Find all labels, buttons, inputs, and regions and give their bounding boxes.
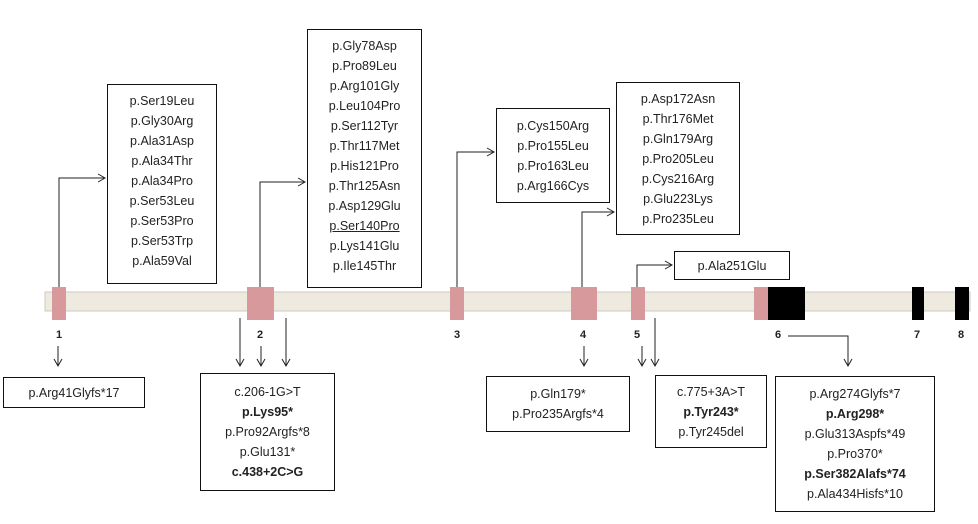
exon-3 <box>450 287 464 320</box>
variant-label: p.Cys150Arg <box>516 119 590 133</box>
variant-label: p.Pro89Leu <box>332 59 397 73</box>
variant-label: p.Tyr245del <box>678 425 744 439</box>
missense-box-exon3: p.Cys150Arg p.Pro155Leu p.Pro163Leu p.Arg16… <box>496 108 610 203</box>
variant-label: p.His121Pro <box>330 159 399 173</box>
missense-box-exon2: p.Gly78Asp p.Pro89Leu p.Arg101Gly p.Leu104P… <box>307 29 422 288</box>
variant-label: p.Arg41Glyfs*17 <box>28 386 120 400</box>
exon-label-4: 4 <box>580 329 587 341</box>
exon-5 <box>631 287 645 320</box>
variant-label: p.Gln179Arg <box>642 132 714 146</box>
variant-label: p.Glu223Lys <box>643 192 713 206</box>
missense-box-exon4: p.Asp172Asn p.Thr176Met p.Gln179Arg p.Pro20… <box>616 82 740 235</box>
arrow-exon1-up <box>58 173 107 287</box>
variant-label: p.Cys216Arg <box>641 172 715 186</box>
variant-label: p.Asp172Asn <box>640 92 716 106</box>
truncating-box-exon5: c.775+3A>T p.Tyr243* p.Tyr245del <box>655 375 767 448</box>
variant-label: p.Tyr243* <box>683 405 739 419</box>
variant-label: p.Ala434Hisfs*10 <box>807 487 903 501</box>
variant-label: p.Ser53Leu <box>129 194 195 208</box>
variant-label: p.Lys95* <box>242 405 293 419</box>
exon-label-5: 5 <box>634 329 641 341</box>
variant-label: p.Pro235Leu <box>642 212 714 226</box>
variant-label: p.Pro155Leu <box>517 139 589 153</box>
arrow-exon5-up <box>636 260 674 287</box>
variant-label: p.Arg274Glyfs*7 <box>809 387 901 401</box>
variant-label: p.Ser53Pro <box>130 214 194 228</box>
variant-label: c.775+3A>T <box>676 385 746 399</box>
truncating-box-exon1: p.Arg41Glyfs*17 <box>3 377 145 408</box>
variant-label: p.Ala34Thr <box>131 154 193 168</box>
variant-label: p.Gly78Asp <box>332 39 397 53</box>
variant-label: p.Ala59Val <box>132 254 192 268</box>
exon-4 <box>571 287 597 320</box>
variant-label: p.Asp129Glu <box>328 199 401 213</box>
exon-8 <box>955 287 969 320</box>
variant-label: p.Ser140Pro <box>329 219 400 233</box>
variant-label: p.Ser112Tyr <box>330 119 399 133</box>
variant-label: p.Arg101Gly <box>329 79 400 93</box>
exon-label-6: 6 <box>775 329 782 341</box>
exon-1 <box>52 287 66 320</box>
missense-box-exon1: p.Ser19Leu p.Gly30Arg p.Ala31Asp p.Ala34Thr… <box>107 84 217 284</box>
truncating-box-exon2: c.206-1G>T p.Lys95* p.Pro92Argfs*8 p.Glu131… <box>200 373 335 491</box>
missense-box-exon5: p.Ala251Glu <box>674 251 790 280</box>
variant-label: p.Ala34Pro <box>131 174 193 188</box>
variant-label: c.206-1G>T <box>234 385 301 399</box>
variant-label: p.Arg166Cys <box>516 179 590 193</box>
arrow-exon6-down <box>788 335 853 368</box>
exon-label-1: 1 <box>56 329 63 341</box>
variant-label: p.Arg298* <box>825 407 885 421</box>
variant-label: p.Pro163Leu <box>517 159 589 173</box>
variant-label: p.Ala31Asp <box>130 134 194 148</box>
exon-label-3: 3 <box>454 329 461 341</box>
variant-label: c.438+2C>G <box>231 465 304 479</box>
variant-label: p.Ser19Leu <box>129 94 195 108</box>
variant-label: p.Gly30Arg <box>130 114 194 128</box>
variant-label: p.Lys141Glu <box>329 239 400 253</box>
variant-label: p.Leu104Pro <box>328 99 401 113</box>
variant-label: p.Ser53Trp <box>130 234 194 248</box>
variant-label: p.Glu131* <box>239 445 296 459</box>
variant-label: p.Thr176Met <box>642 112 714 126</box>
variant-label: p.Ser382Alafs*74 <box>804 467 906 481</box>
gene-track <box>44 291 971 312</box>
arrow-exon2-up <box>259 177 307 287</box>
variant-label: p.Gln179* <box>530 387 586 401</box>
exon-2 <box>247 287 274 320</box>
variant-label: p.Ala251Glu <box>697 259 767 273</box>
exon-label-7: 7 <box>914 329 921 341</box>
arrow-exon3-up <box>456 147 496 287</box>
truncating-box-exon4: p.Gln179* p.Pro235Argfs*4 <box>486 376 630 432</box>
exon-6-coding <box>754 287 769 320</box>
truncating-box-exon6: p.Arg274Glyfs*7 p.Arg298* p.Glu313Aspfs*49… <box>775 376 935 512</box>
exon-label-8: 8 <box>958 329 965 341</box>
variant-label: p.Pro235Argfs*4 <box>512 407 604 421</box>
variant-label: p.Thr125Asn <box>328 179 401 193</box>
variant-label: p.Pro370* <box>827 447 883 461</box>
variant-label: p.Glu313Aspfs*49 <box>804 427 906 441</box>
variant-label: p.Pro205Leu <box>642 152 714 166</box>
exon-7 <box>912 287 924 320</box>
exon-label-2: 2 <box>257 329 264 341</box>
arrow-exon4-up <box>581 207 616 287</box>
variant-label: p.Pro92Argfs*8 <box>225 425 310 439</box>
exon-6-utr <box>768 287 805 320</box>
variant-label: p.Ile145Thr <box>332 259 397 273</box>
variant-label: p.Thr117Met <box>329 139 400 153</box>
